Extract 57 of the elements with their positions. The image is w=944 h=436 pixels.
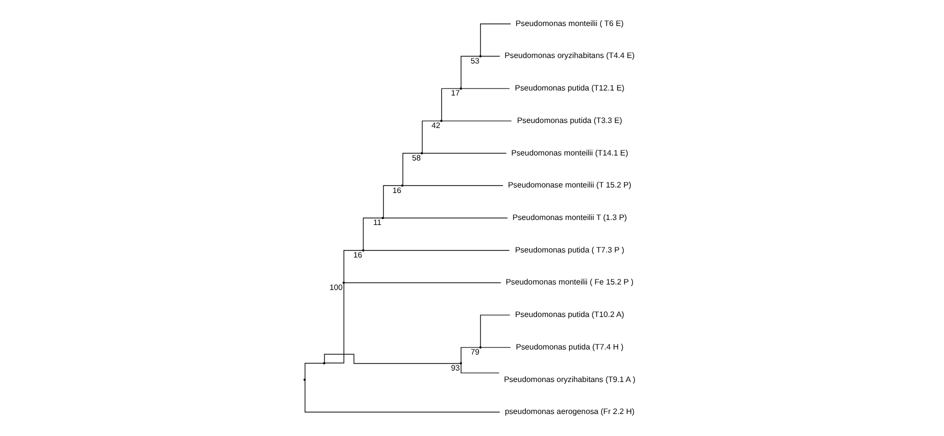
connector — [481, 56, 500, 57]
node-text: Pseudomonas putida (T10.2 A) — [515, 310, 624, 320]
connector — [460, 364, 500, 374]
connector — [422, 152, 507, 154]
node-point — [401, 184, 404, 187]
connector — [402, 152, 422, 186]
node-text: Pseudomonas monteilii (T14.1 E) — [511, 148, 628, 158]
node-point — [342, 282, 345, 284]
node-point — [479, 346, 482, 349]
connector — [383, 185, 402, 218]
node-text: Pseudomonase monteilii (T 15.2 P) — [508, 180, 632, 190]
node-label: 17 — [451, 88, 460, 98]
node-text: Pseudomonas putida ( T7.3 P ) — [515, 245, 624, 254]
node-label: 16 — [353, 250, 362, 260]
node-point — [479, 55, 482, 58]
node-point — [382, 216, 384, 220]
connector — [344, 250, 363, 282]
node-text: Pseudomonas oryzihabitans (T4.4 E) — [504, 51, 635, 60]
connector — [461, 88, 510, 89]
node-text: Pseudomonas monteilii ( Fe 15.2 P ) — [506, 278, 634, 287]
node-point — [460, 362, 462, 364]
connector — [480, 314, 510, 347]
node-point — [362, 249, 364, 252]
node-text: Pseudomonas monteilii T (1.3 P) — [512, 213, 627, 222]
connector — [304, 380, 500, 413]
node-text: Pseudomonas oryzihabitans (T9.1 A ) — [504, 374, 636, 384]
node-label: 58 — [412, 153, 421, 162]
node-label: 79 — [470, 348, 480, 357]
node-label: 16 — [392, 186, 402, 195]
connector — [403, 185, 504, 186]
node-label: 11 — [373, 218, 382, 228]
node-point — [420, 152, 423, 154]
connector — [304, 362, 324, 380]
connector — [481, 347, 511, 348]
node-label: 93 — [451, 363, 460, 372]
node-label: 100 — [330, 282, 343, 292]
connector — [460, 347, 480, 363]
node-point — [440, 120, 442, 122]
connector — [422, 120, 441, 153]
connector — [362, 218, 382, 250]
node-text: Pseudomonas putida (T3.3 E) — [517, 116, 622, 125]
node-text: Pseudomonas monteilii ( T6 E) — [516, 18, 624, 28]
node-text: pseudomonas aerogenosa (Fr 2.2 H) — [504, 407, 634, 416]
node-text: Pseudomonas putida (T7.4 H ) — [516, 342, 624, 352]
connector — [442, 120, 512, 122]
node-label: 42 — [432, 121, 440, 130]
connector — [460, 56, 480, 88]
connector — [364, 250, 510, 251]
node-point — [323, 362, 326, 364]
connector — [441, 88, 460, 120]
node-point — [460, 87, 462, 90]
connector — [480, 23, 512, 56]
connector — [344, 282, 502, 284]
connector — [324, 283, 344, 364]
node-point — [304, 378, 306, 381]
node-text: Pseudomonas putida (T12.1 E) — [514, 84, 624, 93]
node-label: 53 — [470, 56, 480, 66]
